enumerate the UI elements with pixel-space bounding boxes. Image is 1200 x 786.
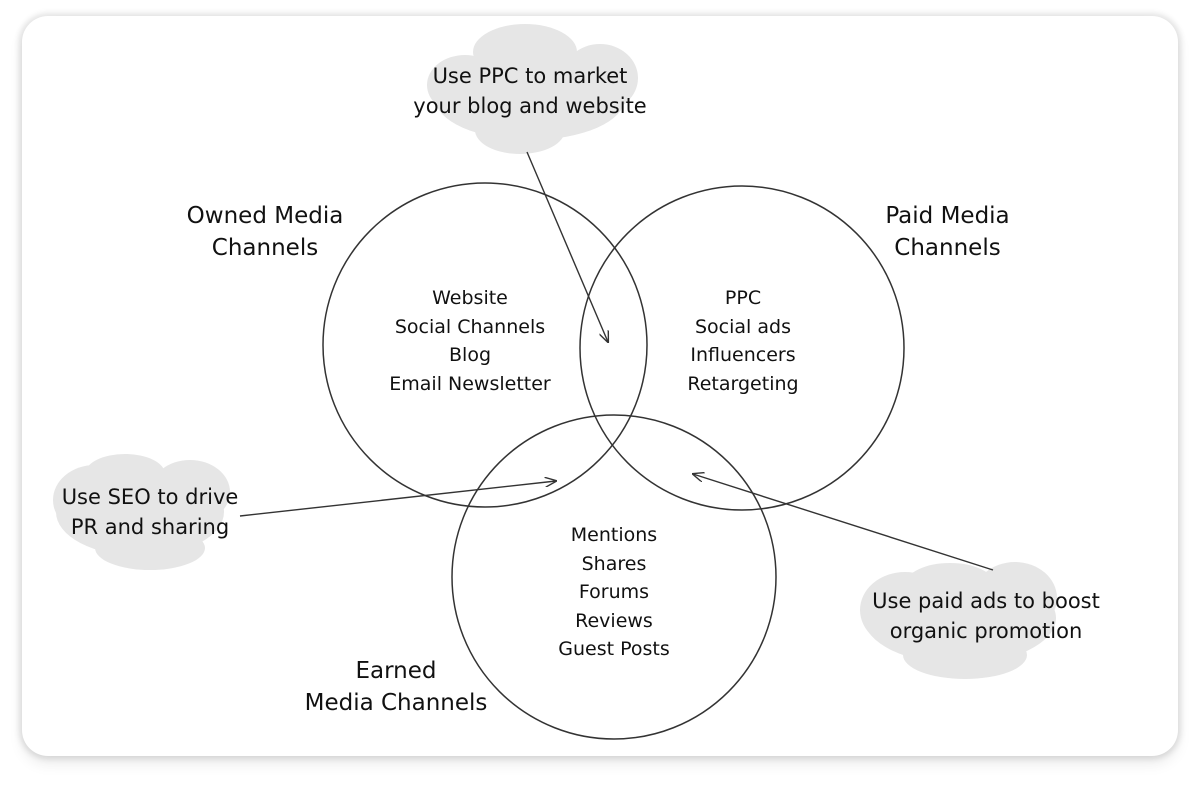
owned-item: Blog — [449, 344, 491, 366]
earned-item: Reviews — [575, 609, 653, 632]
owned-media-circle — [322, 182, 648, 508]
earned-media-heading-line-1: Earned — [355, 658, 437, 684]
owned-item: Email Newsletter — [389, 372, 551, 395]
paid-media-heading: Paid Media Channels — [860, 200, 1035, 264]
arrow-seo — [239, 481, 556, 517]
earned-media-circle — [451, 414, 777, 740]
earned-media-heading-line-2: Media Channels — [304, 690, 488, 716]
owned-item: Social Channels — [394, 315, 546, 338]
owned-media-items: Website Social Channels Blog Email Newsl… — [370, 284, 570, 398]
owned-media-heading-line-1: Owned Media — [186, 203, 344, 229]
paid-item: Retargeting — [687, 372, 799, 395]
earned-item: Mentions — [570, 524, 658, 546]
note-ads: Use paid ads to boost organic promotion — [850, 586, 1122, 646]
paid-item: PPC — [724, 287, 762, 309]
arrow-ads — [693, 474, 994, 571]
owned-item: Website — [432, 287, 508, 309]
note-seo-line-2: PR and sharing — [70, 515, 230, 539]
paid-media-items: PPC Social ads Influencers Retargeting — [663, 284, 823, 398]
note-ads-line-2: organic promotion — [889, 619, 1083, 643]
earned-item: Guest Posts — [558, 638, 670, 660]
paid-media-heading-line-2: Channels — [894, 235, 1001, 261]
paid-item: Influencers — [690, 344, 796, 366]
cloud-ads — [860, 562, 1057, 679]
earned-media-heading: Earned Media Channels — [286, 655, 506, 719]
note-ppc-line-2: your blog and website — [413, 94, 647, 118]
cloud-seo — [53, 454, 230, 570]
owned-media-heading-line-2: Channels — [211, 235, 319, 261]
owned-media-heading: Owned Media Channels — [170, 200, 360, 264]
note-ads-line-1: Use paid ads to boost — [872, 589, 1100, 613]
paid-item: Social ads — [695, 315, 791, 338]
paid-media-heading-line-1: Paid Media — [885, 203, 1010, 229]
paid-media-circle — [579, 185, 905, 511]
earned-item: Forums — [578, 581, 650, 603]
note-seo: Use SEO to drive PR and sharing — [45, 482, 255, 542]
earned-item: Shares — [581, 552, 647, 575]
earned-media-items: Mentions Shares Forums Reviews Guest Pos… — [534, 521, 694, 664]
note-seo-line-1: Use SEO to drive — [61, 485, 239, 509]
note-ppc: Use PPC to market your blog and website — [395, 61, 665, 121]
note-ppc-line-1: Use PPC to market — [432, 64, 628, 88]
cloud-ppc — [427, 24, 638, 154]
arrow-ppc — [526, 151, 608, 342]
